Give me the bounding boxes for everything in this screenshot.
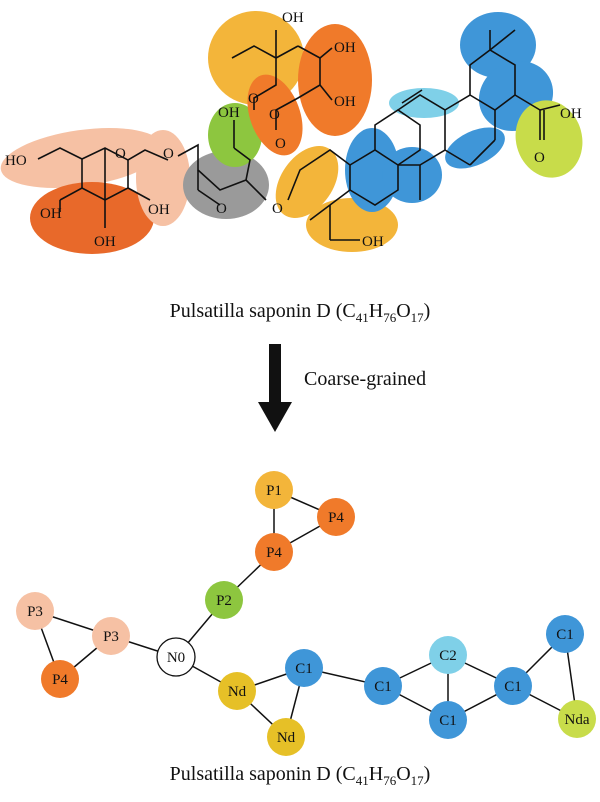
skeletal-bonds xyxy=(37,29,561,241)
atom-o-ring1: O xyxy=(115,146,126,162)
bead-label-C1b: C1 xyxy=(374,679,392,695)
atom-oh-top1: OH xyxy=(282,10,304,26)
bead-P4c xyxy=(41,660,79,698)
bead-C1d xyxy=(494,667,532,705)
highlight-blue-ring-a xyxy=(345,128,399,212)
atom-ho-left: HO xyxy=(5,153,27,169)
bead-label-P3b: P3 xyxy=(103,629,119,645)
bead-P1a xyxy=(255,471,293,509)
arrow-label: Coarse-grained xyxy=(304,368,427,390)
bead-label-N0: N0 xyxy=(167,650,185,666)
bead-label-P4a: P4 xyxy=(328,510,344,526)
bead-label-P4b: P4 xyxy=(266,545,282,561)
highlight-green xyxy=(208,103,262,167)
top-caption: Pulsatilla saponin D (C41H76O17) xyxy=(169,300,431,325)
bottom-caption: Pulsatilla saponin D (C41H76O17) xyxy=(169,763,431,788)
bead-label-P3a: P3 xyxy=(27,604,43,620)
bead-Nd2 xyxy=(267,718,305,756)
atom-o-link1: O xyxy=(163,146,174,162)
highlight-peach-ring xyxy=(136,130,190,226)
bead-label-Nd2: Nd xyxy=(277,730,296,746)
bead-Nda xyxy=(558,700,596,738)
atom-o-acid: O xyxy=(534,150,545,166)
highlight-yellow-left xyxy=(275,145,339,219)
bead-label-P2: P2 xyxy=(216,593,232,609)
bead-P4b xyxy=(255,533,293,571)
bead-Nd1 xyxy=(218,672,256,710)
bead-label-C1c: C1 xyxy=(439,713,457,729)
highlight-orange-mid xyxy=(247,74,303,156)
down-arrow-icon xyxy=(258,344,292,432)
bead-P3a xyxy=(16,592,54,630)
bead-C1e xyxy=(546,615,584,653)
bead-label-C1a: C1 xyxy=(295,661,313,677)
atom-oh-acid: OH xyxy=(560,106,582,122)
highlight-orange-top xyxy=(298,24,372,136)
atom-oh-c: OH xyxy=(148,202,170,218)
bead-C2 xyxy=(429,636,467,674)
bead-C1b xyxy=(364,667,402,705)
bead-C1c xyxy=(429,701,467,739)
bead-label-C1e: C1 xyxy=(556,627,574,643)
bead-label-Nd1: Nd xyxy=(228,684,247,700)
atom-o-ring3: O xyxy=(248,91,259,107)
bead-label-C1d: C1 xyxy=(504,679,522,695)
bead-C1a xyxy=(285,649,323,687)
atom-labels: HO OH OH OH O O O OH O OH OH OH O O O OH… xyxy=(5,10,582,250)
atom-oh-top3: OH xyxy=(334,94,356,110)
atom-o-ring2: O xyxy=(216,201,227,217)
highlight-gray xyxy=(183,151,269,219)
bead-label-C2: C2 xyxy=(439,648,457,664)
atom-o-link2: O xyxy=(272,201,283,217)
highlight-lime xyxy=(515,100,583,178)
bead-bonds xyxy=(34,489,578,738)
atom-oh-top2: OH xyxy=(334,40,356,56)
highlight-light-blue xyxy=(389,88,459,118)
bead-P4a xyxy=(317,498,355,536)
bead-P3b xyxy=(92,617,130,655)
bead-N0 xyxy=(156,637,196,677)
highlight-peach-left xyxy=(0,128,164,188)
atom-oh-bottom: OH xyxy=(362,234,384,250)
atom-oh-b: OH xyxy=(94,234,116,250)
bead-label-P4c: P4 xyxy=(52,672,68,688)
atom-oh-green: OH xyxy=(218,105,240,121)
atom-o-ring4: O xyxy=(269,107,280,123)
bead-P2 xyxy=(205,581,243,619)
bead-label-Nda: Nda xyxy=(565,712,590,728)
bead-label-P1a: P1 xyxy=(266,483,282,499)
atom-oh-a: OH xyxy=(40,206,62,222)
atom-o-link3: O xyxy=(275,136,286,152)
